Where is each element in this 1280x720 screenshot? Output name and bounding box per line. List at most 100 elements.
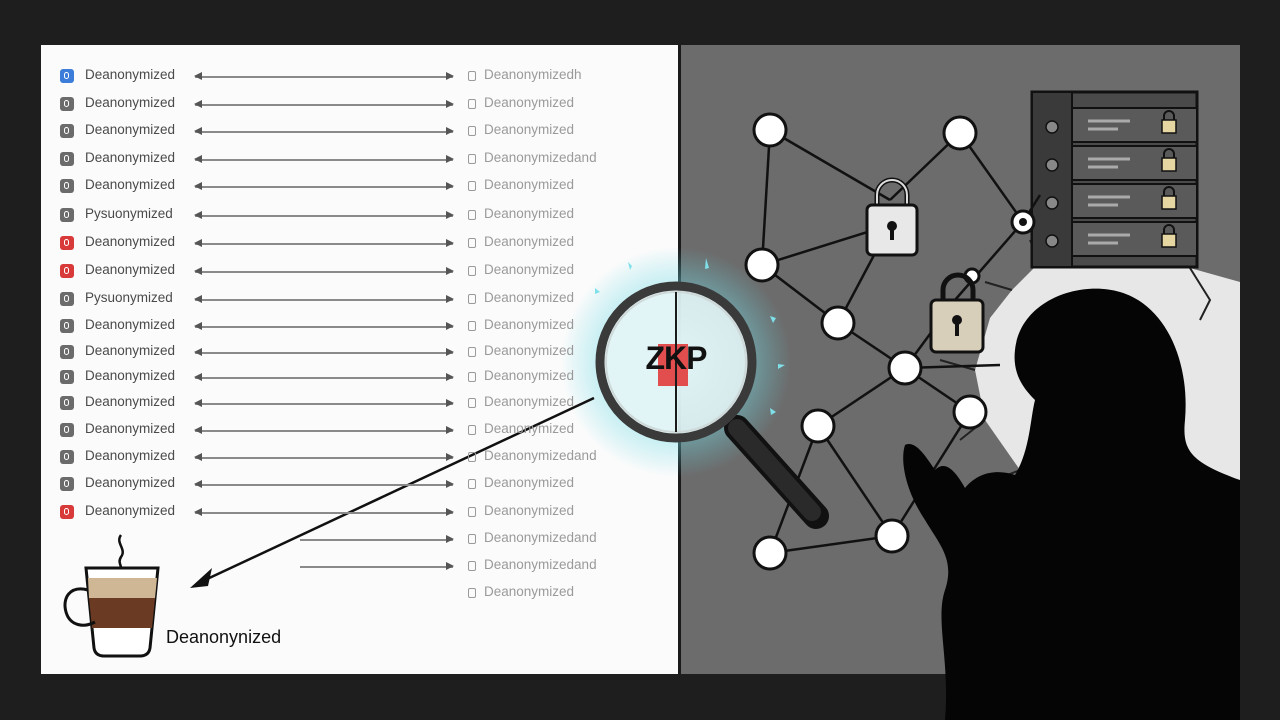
identity-label: Deanonymized [484, 122, 575, 137]
list-item: Deanonymized Deanonymized [60, 95, 620, 115]
small-lock-icon [468, 452, 476, 462]
small-lock-icon [468, 126, 476, 136]
app-lock-icon [60, 423, 74, 437]
small-lock-icon [468, 154, 476, 164]
small-lock-icon [468, 266, 476, 276]
pseudonym-label: Deanonymized [85, 475, 176, 490]
double-arrow-icon [194, 212, 454, 218]
small-lock-icon [468, 210, 476, 220]
pseudonym-label: Deanonymized [85, 448, 176, 463]
app-lock-icon [60, 152, 74, 166]
app-lock-icon [60, 97, 74, 111]
pseudonym-label: Deanonymized [85, 95, 176, 110]
list-item: Deanonymized Deanonymized [60, 421, 620, 441]
app-lock-icon [60, 450, 74, 464]
double-arrow-icon [300, 536, 454, 542]
pseudonym-label: Deanonymized [85, 262, 176, 277]
identity-label: Deanonymized [484, 475, 575, 490]
app-lock-icon [60, 319, 74, 333]
app-lock-icon [60, 69, 74, 83]
list-item: Deanonymized Deanonymized [60, 368, 620, 388]
deanon-arrow [204, 396, 595, 582]
double-arrow-icon [194, 101, 454, 107]
network-nodes [744, 112, 1036, 571]
small-lock-icon [468, 561, 476, 571]
small-lock-icon [468, 398, 476, 408]
small-lock-icon [468, 99, 476, 109]
double-arrow-icon [300, 563, 454, 569]
small-lock-icon [468, 479, 476, 489]
identity-label: Deanonymizedand [484, 448, 597, 463]
pseudonym-label: Deanonymized [85, 421, 176, 436]
double-arrow-icon [194, 73, 454, 79]
double-arrow-icon [194, 427, 454, 433]
pseudonym-label: Deanonymized [85, 503, 176, 518]
pseudonym-label: Pysuonymized [85, 206, 173, 221]
double-arrow-icon [194, 454, 454, 460]
double-arrow-icon [194, 374, 454, 380]
server-rack-icon [1030, 90, 1199, 269]
identity-label: Deanonymizedand [484, 150, 597, 165]
app-lock-icon [60, 208, 74, 222]
app-lock-icon [60, 370, 74, 384]
app-lock-icon [60, 236, 74, 250]
app-lock-icon [60, 292, 74, 306]
list-item: Deanonymizedand [60, 557, 620, 577]
identity-label: Deanonymized [484, 234, 575, 249]
identity-label: Deanonymized [484, 317, 575, 332]
pseudonym-label: Deanonymized [85, 122, 176, 137]
double-arrow-icon [194, 240, 454, 246]
identity-label: Deanonymized [484, 368, 575, 383]
list-item: Deanonymized Deanonymized [60, 317, 620, 337]
list-item: Deanonymized Deanonymizedand [60, 448, 620, 468]
identity-label: Deanonymizedand [484, 557, 597, 572]
app-lock-icon [60, 345, 74, 359]
identity-label: Deanonymized [484, 95, 575, 110]
small-lock-icon [468, 347, 476, 357]
list-item: Deanonymizedand [60, 530, 620, 550]
app-lock-icon [60, 477, 74, 491]
identity-label: Deanonymized [484, 290, 575, 305]
padlock-icon [865, 177, 919, 257]
double-arrow-icon [194, 400, 454, 406]
small-lock-icon [468, 588, 476, 598]
identity-label: Deanonymized [484, 262, 575, 277]
double-arrow-icon [194, 268, 454, 274]
double-arrow-icon [194, 323, 454, 329]
pseudonym-label: Deanonymized [85, 67, 176, 82]
pseudonym-label: Deanonymized [85, 317, 176, 332]
pseudonym-label: Deanonymized [85, 343, 176, 358]
identity-label: Deanonymized [484, 177, 575, 192]
small-lock-icon [468, 294, 476, 304]
double-arrow-icon [194, 481, 454, 487]
identity-label: Deanonymized [484, 421, 575, 436]
coffee-cup-icon [63, 534, 160, 658]
hooded-figure-icon [903, 288, 1240, 720]
pseudonym-label: Deanonymized [85, 368, 176, 383]
small-lock-icon [468, 238, 476, 248]
double-arrow-icon [194, 296, 454, 302]
small-lock-icon [468, 181, 476, 191]
list-item: Deanonymized [60, 584, 620, 604]
double-arrow-icon [194, 156, 454, 162]
identity-label: Deanonymized [484, 584, 575, 599]
pseudonym-label: Pysuonymized [85, 290, 173, 305]
app-lock-icon [60, 124, 74, 138]
coffee-label: Deanonynized [166, 627, 282, 647]
pseudonym-label: Deanonymized [85, 177, 176, 192]
app-lock-icon [60, 505, 74, 519]
app-lock-icon [60, 179, 74, 193]
small-lock-icon [468, 372, 476, 382]
double-arrow-icon [194, 183, 454, 189]
small-lock-icon [468, 425, 476, 435]
small-lock-icon [468, 321, 476, 331]
small-lock-icon [468, 71, 476, 81]
identity-label: Deanonymizedand [484, 530, 597, 545]
